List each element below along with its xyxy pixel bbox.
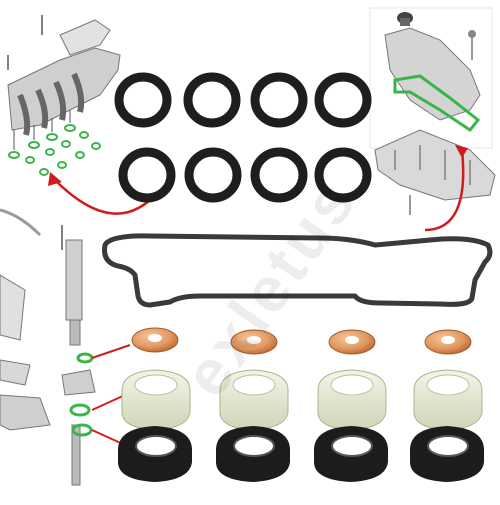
ptfe-seal-ring xyxy=(219,369,289,431)
ptfe-seal-ring xyxy=(413,369,483,431)
black-lip-seals xyxy=(118,426,484,482)
arrow-head-valve-cover xyxy=(455,145,468,158)
lip-seal xyxy=(216,426,290,482)
oring xyxy=(250,72,308,128)
copper-washer xyxy=(230,329,278,355)
copper-washer xyxy=(424,329,472,355)
ptfe-seal-rings xyxy=(121,369,483,431)
intake-manifold-diagram xyxy=(7,15,121,176)
arrow-head-manifold xyxy=(48,172,62,186)
lip-seal xyxy=(314,426,388,482)
copper-washers xyxy=(131,327,472,355)
large-orings xyxy=(114,72,372,203)
oring xyxy=(314,147,372,203)
red-arrows xyxy=(48,145,468,232)
oring xyxy=(184,147,242,203)
manifold-seal-rings xyxy=(8,124,101,176)
oring xyxy=(250,147,308,203)
oring xyxy=(114,72,172,128)
lip-seal xyxy=(410,426,484,482)
oring xyxy=(314,72,372,128)
copper-washer xyxy=(131,327,179,353)
copper-washer xyxy=(328,329,376,355)
arrow-to-valve-cover xyxy=(424,149,465,232)
oring xyxy=(183,72,241,128)
ptfe-seal-ring xyxy=(121,369,191,431)
lip-seal xyxy=(118,426,192,482)
valve-cover-gasket xyxy=(102,233,493,308)
injector-seal-marks xyxy=(69,352,94,437)
oring xyxy=(118,147,176,203)
injector-diagram xyxy=(0,208,96,486)
valve-cover-diagram xyxy=(369,7,496,215)
arrow-to-manifold xyxy=(54,179,151,215)
ptfe-seal-ring xyxy=(317,369,387,431)
